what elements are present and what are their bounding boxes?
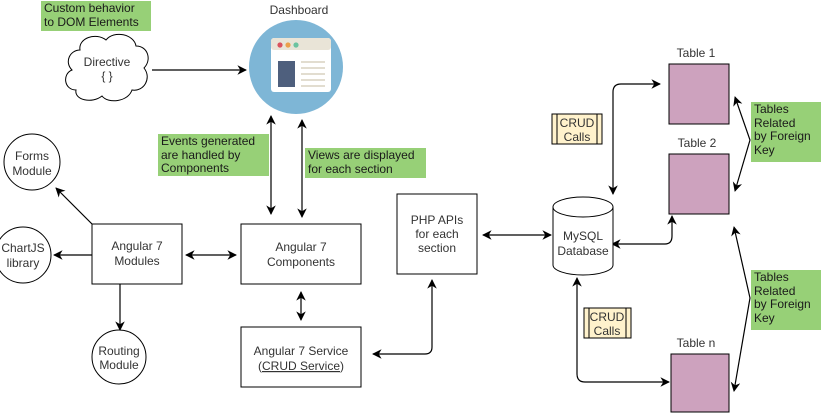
edge-table1-table2-fk [732, 96, 751, 192]
edge-mysql-table1 [608, 79, 661, 195]
crud-calls-top: CRUD Calls [551, 113, 603, 145]
browser-window-icon [271, 38, 331, 92]
crud-service-link[interactable]: CRUD Service [262, 359, 340, 373]
mysql-line2: Database [557, 244, 609, 258]
angular-service-line2: (CRUD Service) [258, 359, 344, 373]
table-n-label: Table n [677, 336, 716, 350]
php-apis-line2: for each [415, 227, 458, 241]
table-1-label: Table 1 [677, 46, 716, 60]
angular-modules-node: Angular 7 Modules [91, 223, 183, 285]
mysql-database-node: MySQL Database [552, 196, 614, 276]
crud-calls-top-line2: Calls [564, 130, 591, 144]
routing-module-line2: Module [99, 358, 139, 372]
dashboard-label: Dashboard [270, 3, 329, 17]
php-apis-line3: section [418, 241, 456, 255]
mysql-line1: MySQL [563, 229, 603, 243]
angular-components-line2: Components [267, 255, 335, 269]
note-views-displayed: Views are displayed for each section [305, 148, 426, 178]
forms-module-line2: Module [12, 164, 52, 178]
connectors [53, 65, 751, 392]
table-n-node: Table n [670, 336, 730, 413]
forms-module-node: Forms Module [3, 133, 61, 191]
note-tables-related-1: Tables Related by Foreign Key [751, 102, 821, 162]
routing-module-node: Routing Module [91, 329, 147, 385]
angular-components-node: Angular 7 Components [240, 223, 362, 285]
angular-modules-line1: Angular 7 [111, 239, 163, 253]
note-custom-behavior: Custom behavior to DOM Elements [41, 1, 151, 31]
angular-components-line1: Angular 7 [275, 240, 327, 254]
table-2-label: Table 2 [678, 136, 717, 150]
note-tables-related-2: Tables Related by Foreign Key [751, 270, 821, 330]
directive-label: Directive [84, 55, 131, 69]
edge-mysql-table2 [611, 215, 677, 249]
forms-module-line1: Forms [15, 149, 49, 163]
cloud-shape [65, 33, 149, 102]
crud-calls-bottom: CRUD Calls [583, 307, 632, 339]
angular-service-node: Angular 7 Service (CRUD Service) [240, 326, 362, 388]
table-2-node: Table 2 [668, 136, 730, 215]
database-icon [552, 196, 614, 276]
note-events-generated: Events generated are handled by Componen… [158, 134, 269, 176]
routing-module-line1: Routing [98, 344, 139, 358]
edge-mysql-tablen [572, 277, 670, 387]
crud-calls-bottom-line2: Calls [594, 324, 621, 338]
edge-modules-forms [55, 187, 93, 225]
php-apis-node: PHP APIs for each section [396, 193, 478, 275]
crud-calls-bottom-line1: CRUD [590, 310, 625, 324]
angular-modules-line2: Modules [114, 254, 159, 268]
edge-service-php [372, 279, 437, 359]
php-apis-line1: PHP APIs [411, 213, 463, 227]
chartjs-line1: ChartJS [1, 241, 44, 255]
angular-service-line1: Angular 7 Service [254, 344, 349, 358]
chartjs-line2: library [7, 256, 40, 270]
directive-node: Directive { } [65, 33, 149, 102]
table-1-node: Table 1 [668, 46, 730, 125]
crud-calls-top-line1: CRUD [560, 116, 595, 130]
directive-braces: { } [101, 69, 112, 83]
chartjs-library-node: ChartJS library [0, 226, 52, 284]
edge-table2-tablen-fk [730, 226, 751, 392]
dashboard-node: Dashboard [249, 3, 343, 114]
